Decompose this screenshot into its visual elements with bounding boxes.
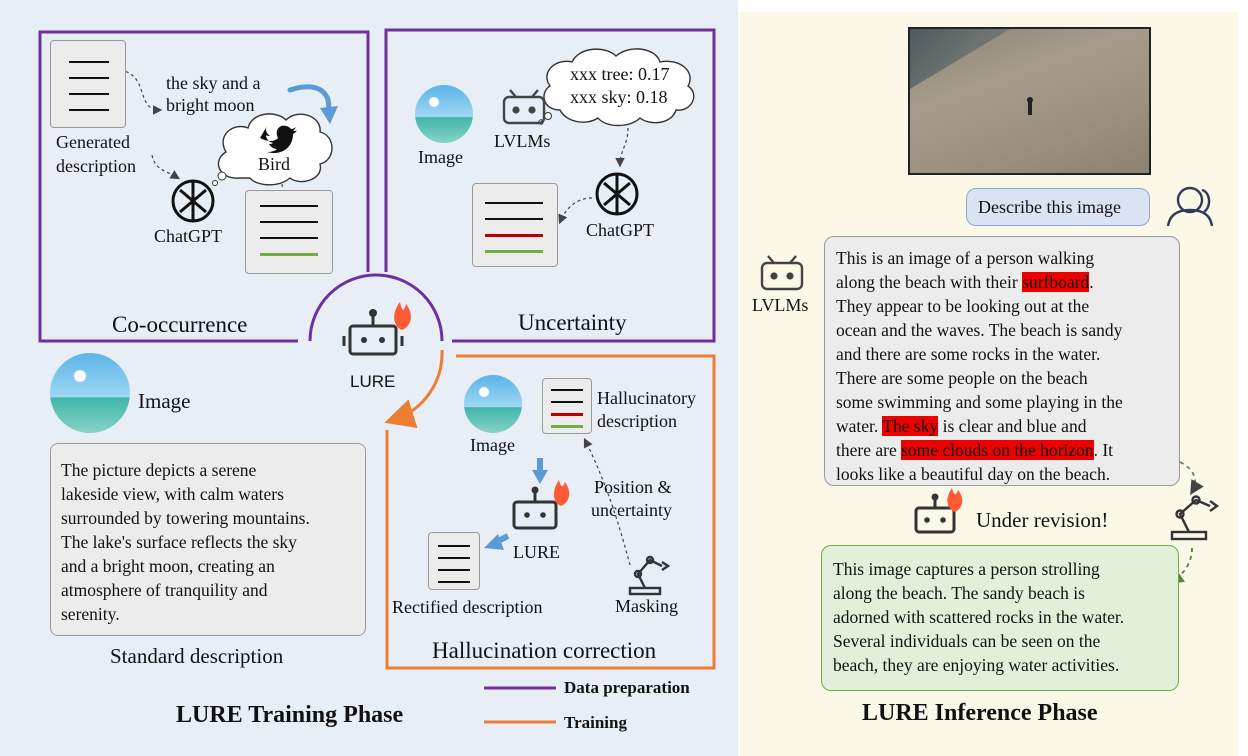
revised-line: along the beach. The sandy beach is	[833, 583, 1085, 603]
response-text: . It	[1093, 440, 1114, 460]
hallucinatory-label-1: Hallucinatory	[597, 388, 696, 408]
score-line-1: xxx tree: 0.17	[570, 64, 670, 84]
standard-line: serenity.	[61, 604, 120, 624]
bird-label: Bird	[258, 154, 291, 174]
uncertainty-title: Uncertainty	[518, 310, 627, 335]
response-text: water.	[836, 416, 883, 436]
hallucination-highlight: surfboard	[1022, 272, 1090, 292]
lure-robot-icon	[342, 302, 411, 356]
hallucination-highlight: The sky	[882, 416, 939, 436]
rectified-doc	[428, 532, 480, 590]
image-icon	[415, 85, 473, 143]
response-text: there are	[836, 440, 902, 460]
standard-line: atmosphere of tranquility and	[61, 580, 268, 600]
robot-arm-icon	[628, 555, 671, 596]
training-phase-title: LURE Training Phase	[176, 702, 404, 728]
inference-phase-title: LURE Inference Phase	[862, 700, 1098, 726]
bird-thought-bubble	[217, 113, 333, 186]
position-label-1: Position &	[594, 477, 672, 497]
revised-line: Several individuals can be seen on the	[833, 631, 1101, 651]
standard-image-label: Image	[138, 389, 191, 413]
correction-image-label: Image	[470, 435, 515, 455]
hallucinatory-doc	[542, 378, 592, 434]
uncertainty-output-doc	[472, 183, 558, 267]
response-text: along the beach with their	[836, 272, 1023, 292]
revised-response-box: This image captures a person strolling a…	[821, 545, 1179, 691]
lvlm-robot-icon	[502, 89, 546, 125]
lvlm-robot-icon	[760, 255, 804, 291]
revision-label: Under revision!	[976, 508, 1109, 532]
lvlm-response-box: This is an image of a person walking alo…	[824, 236, 1180, 486]
response-text: They appear to be looking out at the	[836, 296, 1090, 316]
generated-description-doc	[50, 40, 126, 128]
response-text: looks like a beautiful day on the beach.	[836, 464, 1111, 484]
correction-title: Hallucination correction	[432, 638, 657, 663]
correction-lure-label: LURE	[513, 542, 560, 562]
response-text: and there are some rocks in the water.	[836, 344, 1101, 364]
revised-line: beach, they are enjoying water activitie…	[833, 655, 1120, 675]
cooccurrence-output-doc	[245, 190, 333, 274]
masking-label: Masking	[615, 596, 678, 616]
chatgpt-label: ChatGPT	[154, 226, 223, 246]
cooccurrence-title: Co-occurrence	[112, 312, 248, 337]
inference-lvlm-label: LVLMs	[752, 295, 809, 315]
lure-robot-icon	[914, 488, 963, 534]
generated-label-2: description	[56, 156, 136, 176]
phrase-line-2: bright moon	[166, 95, 255, 115]
prompt-bubble	[966, 188, 1150, 226]
response-text: is clear and blue and	[938, 416, 1087, 436]
response-text: some swimming and some playing in the	[836, 392, 1123, 412]
standard-line: surrounded by towering mountains.	[61, 508, 310, 528]
hallucination-highlight: some clouds on the horizon	[901, 440, 1094, 460]
revised-line: adorned with scattered rocks in the wate…	[833, 607, 1125, 627]
uncertainty-border	[384, 28, 716, 343]
chatgpt-icon	[595, 172, 639, 216]
user-icon	[1166, 186, 1214, 227]
response-text: ocean and the waves. The beach is sandy	[836, 320, 1123, 340]
legend-data-prep: Data preparation	[564, 678, 690, 697]
standard-line: lakeside view, with calm waters	[61, 484, 284, 504]
lure-label: LURE	[350, 372, 396, 391]
response-text: This is an image of a person walking	[836, 248, 1095, 268]
score-line-2: xxx sky: 0.18	[570, 87, 668, 107]
generated-label: Generated	[56, 132, 130, 152]
hallucinatory-label-2: description	[597, 411, 677, 431]
prompt-text: Describe this image	[978, 197, 1121, 217]
image-label: Image	[418, 147, 463, 167]
lure-robot-icon	[512, 480, 570, 530]
image-icon	[464, 375, 522, 433]
beach-photo	[908, 27, 1151, 175]
phrase-line-1: the sky and a	[166, 73, 261, 93]
rectified-label: Rectified description	[392, 597, 543, 617]
lvlm-label: LVLMs	[494, 131, 551, 151]
standard-caption: Standard description	[110, 644, 284, 668]
standard-line: and a bright moon, creating an	[61, 556, 275, 576]
chatgpt-icon	[171, 179, 215, 223]
response-text: There are some people on the beach	[836, 368, 1088, 388]
standard-line: The picture depicts a serene	[61, 460, 257, 480]
correction-border	[385, 354, 716, 670]
response-text: .	[1089, 272, 1094, 292]
bird-icon	[260, 125, 297, 154]
revised-line: This image captures a person strolling	[833, 559, 1100, 579]
standard-description-box: The picture depicts a serene lakeside vi…	[50, 443, 366, 636]
position-label-2: uncertainty	[591, 500, 672, 520]
score-thought-bubble	[543, 48, 695, 127]
cooccurrence-border	[38, 30, 370, 343]
standard-line: The lake's surface reflects the sky	[61, 532, 297, 552]
image-icon	[50, 353, 130, 433]
legend-training: Training	[564, 713, 627, 732]
robot-arm-icon	[1170, 495, 1220, 541]
chatgpt-label: ChatGPT	[586, 220, 655, 240]
